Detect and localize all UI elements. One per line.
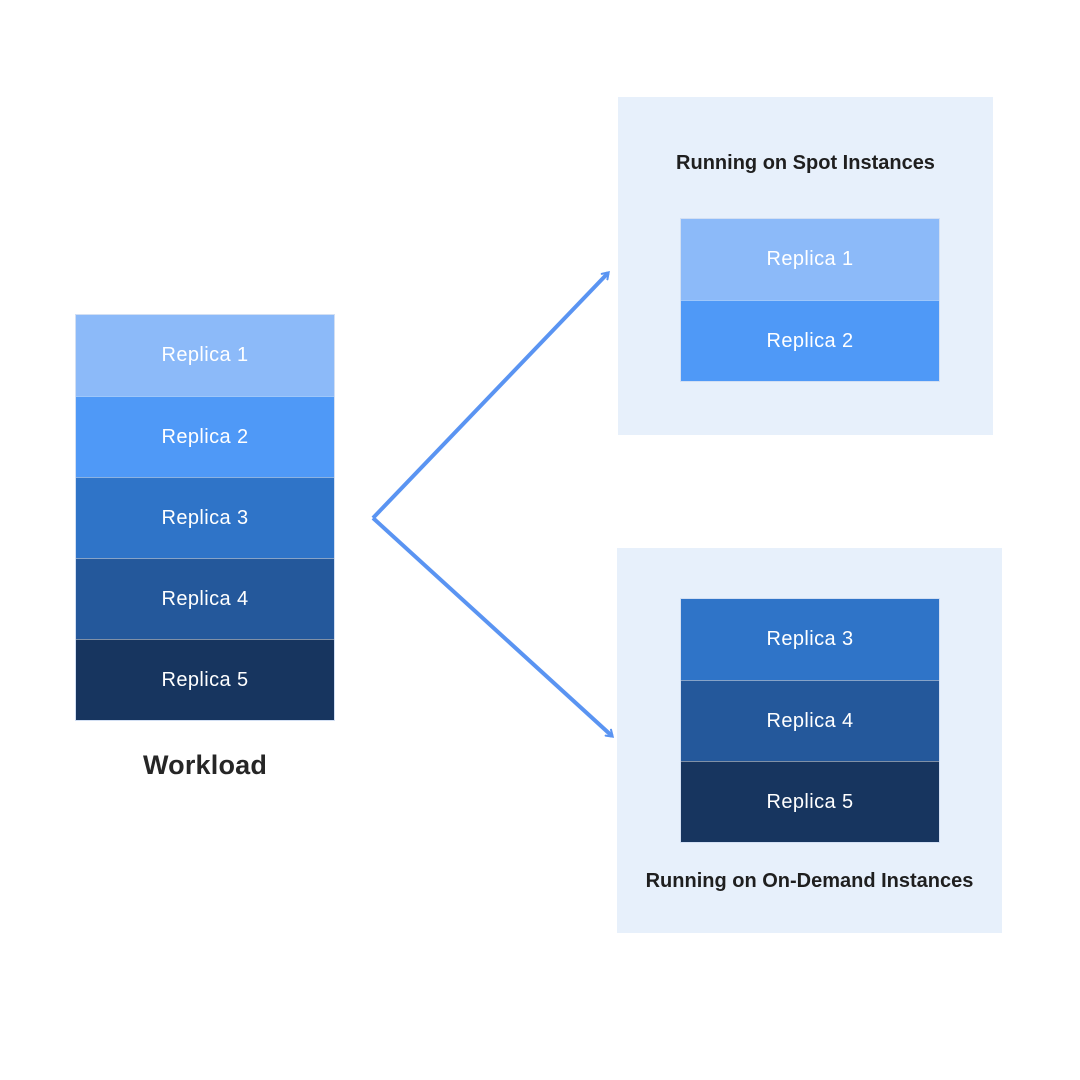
arrow-to-ondemand <box>371 516 615 738</box>
workload-title: Workload <box>142 750 268 780</box>
spot-replica-stack: Replica 1 Replica 2 <box>680 218 940 382</box>
ondemand-replica-5: Replica 5 <box>681 761 939 842</box>
ondemand-instances-panel: Replica 3 Replica 4 Replica 5 Running on… <box>617 548 1002 933</box>
spot-replica-1: Replica 1 <box>681 219 939 300</box>
workload-replica-4-label: Replica 4 <box>161 587 249 610</box>
ondemand-replica-4-label: Replica 4 <box>766 709 854 732</box>
spot-instances-panel: Running on Spot Instances Replica 1 Repl… <box>618 97 993 435</box>
spot-replica-2-label: Replica 2 <box>766 329 854 352</box>
arrow-to-spot <box>371 270 610 520</box>
workload-replica-1: Replica 1 <box>76 315 334 396</box>
workload-replica-3: Replica 3 <box>76 477 334 558</box>
ondemand-replica-5-label: Replica 5 <box>766 790 854 813</box>
ondemand-replica-3: Replica 3 <box>681 599 939 680</box>
ondemand-replica-4: Replica 4 <box>681 680 939 761</box>
workload-replica-3-label: Replica 3 <box>161 506 249 529</box>
ondemand-panel-title: Running on On-Demand Instances <box>645 870 974 892</box>
workload-replica-1-label: Replica 1 <box>161 344 249 366</box>
spot-panel-title: Running on Spot Instances <box>676 152 935 174</box>
workload-replica-4: Replica 4 <box>76 558 334 639</box>
ondemand-replica-3-label: Replica 3 <box>766 628 854 650</box>
spot-replica-1-label: Replica 1 <box>766 248 854 270</box>
spot-replica-2: Replica 2 <box>681 300 939 381</box>
workload-replica-2: Replica 2 <box>76 396 334 477</box>
workload-replica-5: Replica 5 <box>76 639 334 720</box>
workload-stack: Replica 1 Replica 2 Replica 3 Replica 4 … <box>75 314 335 721</box>
workload-replica-5-label: Replica 5 <box>161 668 249 691</box>
workload-replica-2-label: Replica 2 <box>161 425 249 448</box>
ondemand-replica-stack: Replica 3 Replica 4 Replica 5 <box>680 598 940 843</box>
